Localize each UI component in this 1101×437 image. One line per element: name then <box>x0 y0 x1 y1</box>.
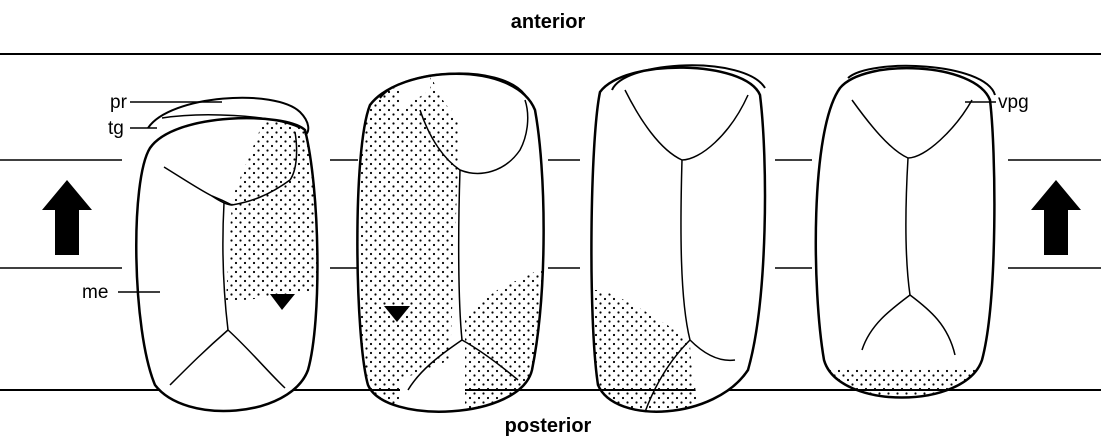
pr-label: pr <box>110 92 128 113</box>
vpg-label: vpg <box>998 92 1029 113</box>
tg-label: tg <box>108 118 124 139</box>
anterior-label: anterior <box>511 11 586 33</box>
me-label: me <box>82 282 108 303</box>
right-arrow-up-icon <box>1031 180 1081 255</box>
posterior-label: posterior <box>505 415 592 437</box>
left-arrow-up-icon <box>42 180 92 255</box>
